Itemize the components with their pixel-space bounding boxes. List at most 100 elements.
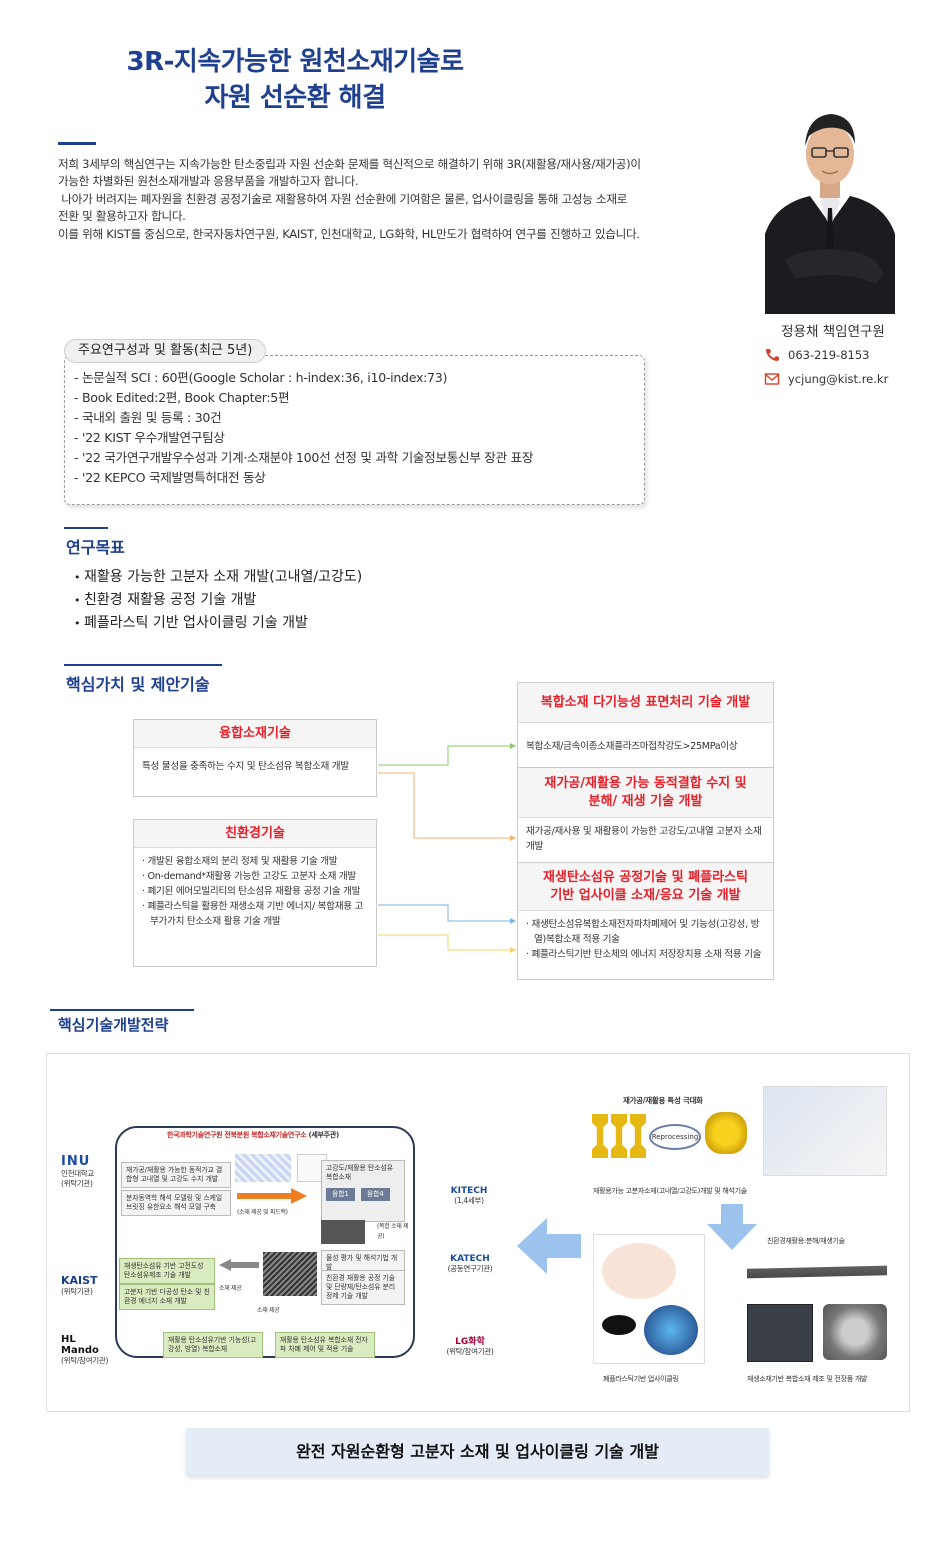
card-title: 복합소재 다기능성 표면처리 기술 개발 xyxy=(518,683,773,723)
strategy-diagram: 한국과학기술연구원 전북분원 복합소재기술연구소 (세부주관) INU 인천대학… xyxy=(46,1053,910,1412)
partner-lgchem: LG화학 (위탁/참여기관) xyxy=(435,1334,505,1357)
dumbbell-specimens xyxy=(592,1114,692,1158)
arrow-yellow xyxy=(378,934,516,953)
left-arrow xyxy=(517,1218,581,1274)
ecu-image xyxy=(747,1304,813,1362)
panel-caption: 재생소재기반 복합소재 제조 및 전장품 개발 xyxy=(747,1375,868,1383)
phone-number[interactable]: 063-219-8153 xyxy=(788,348,870,362)
gray-arrow xyxy=(219,1259,259,1271)
panel-title: 재가공/재활용 특성 극대화 xyxy=(623,1096,703,1105)
partner-mando: HL Mando (위탁/참여기관) xyxy=(61,1334,115,1366)
section-rule xyxy=(64,527,108,529)
orange-arrow xyxy=(237,1188,307,1204)
composite-image xyxy=(321,1220,365,1244)
box-high-strength: 고강도/재활용 탄소섬유 복합소재 융합1 융합4 xyxy=(321,1160,405,1222)
achievement-item: '22 KEPCO 국제발명특허대전 동상 xyxy=(74,468,533,488)
conclusion-banner: 완전 자원순환형 고분자 소재 및 업사이클링 기술 개발 xyxy=(186,1428,769,1475)
card-item: 폐플라스틱기반 탄소체의 에너지 저장장치용 소재 적용 기술 xyxy=(526,947,765,962)
arrow-orange xyxy=(378,772,516,841)
section-rule xyxy=(50,1009,194,1011)
partner-role: (위탁/참여기관) xyxy=(61,1356,109,1365)
email-row: ycjung@kist.re.kr xyxy=(764,372,888,386)
box-functional-composite: 재활용 탄소섬유기반 기능성(고강성, 방열) 복합소재 xyxy=(163,1332,263,1358)
card-title: 재생탄소섬유 공정기술 및 폐플라스틱 기반 업사이클 소재/응요 기술 개발 xyxy=(518,863,773,911)
goal-item: 재활용 가능한 고분자 소재 개발(고내열/고강도) xyxy=(74,566,362,589)
fusion-tech-card: 융합소재기술 특성 물성을 충족하는 수지 및 탄소섬유 복합소재 개발 xyxy=(133,719,377,797)
box-eco-process: 친환경 재활용 공정 기술 및 단량체/탄소섬유 분리 정제 기술 개발 xyxy=(321,1270,405,1305)
card-item: 재생탄소섬유복합소재전자파차폐제어 및 기능성(고강성, 방열)복합소재 적용 … xyxy=(526,917,765,947)
partner-inu: INU 인천대학교 (위탁기관) xyxy=(61,1154,111,1189)
partner-logo: KAIST xyxy=(61,1274,98,1287)
core-values-heading: 핵심가치 및 제안기술 xyxy=(66,675,210,694)
title-line-2: 자원 선순환 해결 xyxy=(204,83,386,113)
down-arrow xyxy=(707,1204,757,1250)
partner-logo: KITECH xyxy=(450,1186,488,1196)
partner-katech: KATECH (공동연구기관) xyxy=(435,1254,505,1274)
achievement-item: '22 국가연구개발우수성과 기계·소재분야 100선 선정 및 과학 기술정보… xyxy=(74,448,534,468)
achievements-title: 주요연구성과 및 활동(최근 5년) xyxy=(64,339,267,363)
intro-line: 이를 위해 KIST를 중심으로, 한국자동차연구원, KAIST, 인천대학교… xyxy=(58,226,640,241)
surface-treatment-card: 복합소재 다기능성 표면처리 기술 개발 복합소재/금속이종소재플라즈마접착강도… xyxy=(517,682,774,771)
card-item: 폐기된 에어모빌리티의 탄소섬유 재활용 공정 기술 개발 xyxy=(142,884,368,899)
achievement-item: Book Edited:2편, Book Chapter:5편 xyxy=(74,388,533,408)
strategy-heading: 핵심기술개발전략 xyxy=(58,1016,169,1034)
phone-icon xyxy=(764,348,780,362)
intro-line: 나아가 버려지는 폐자원을 친환경 공정기술로 재활용하여 자원 선순환에 기여… xyxy=(58,191,628,206)
box-kaist-carbon: 고분자 기반 다공성 탄소 및 친환경 에너지 소재 개발 xyxy=(119,1284,215,1310)
panel-caption: 친환경재활용:분해/재생기술 xyxy=(767,1237,845,1245)
achievements-list: 논문실적 SCI : 60편(Google Scholar : h-index:… xyxy=(74,368,534,488)
goal-item: 친환경 재활용 공정 기술 개발 xyxy=(74,589,362,612)
partner-logo: LG화학 xyxy=(455,1337,485,1347)
title-line-1: 3R-지속가능한 원천소재기술로 xyxy=(126,47,465,77)
partner-role: (위탁기관) xyxy=(61,1179,93,1188)
arrow-blue xyxy=(378,904,516,924)
panel-caption: 재활용가능 고분자소재(고내열/고강도)개발 및 해석기술 xyxy=(593,1187,747,1195)
card-item: On-demand*재활용 가능한 고강도 고분자 소재 개발 xyxy=(142,869,368,884)
card-text: 재가공/재사용 및 재활용이 가능한 고강도/고내열 고분자 소재 개발 xyxy=(526,826,762,852)
box-dynamic-resin: 재가공/재활용 가능한 동적가교 결합형 고내열 및 고강도 수지 개발 xyxy=(121,1162,231,1188)
intro-line: 저희 3세부의 핵심연구는 지속가능한 탄소중립과 자원 선순화 문제를 혁신적… xyxy=(58,157,641,171)
card-item: 개발된 융합소재의 분리 정제 및 재활용 기술 개발 xyxy=(142,854,368,869)
supply-label: 소재 제공 xyxy=(257,1307,280,1314)
connector-arrows xyxy=(378,743,516,953)
supply-label: 소재 제공 xyxy=(219,1285,242,1292)
mail-icon xyxy=(764,372,780,386)
page-title: 3R-지속가능한 원천소재기술로 자원 선순환 해결 xyxy=(0,44,590,116)
researcher-name: 정용채 책임연구원 xyxy=(781,324,885,340)
card-title: 재가공/재활용 가능 동적결합 수지 및 분해/ 재생 기술 개발 xyxy=(518,768,773,818)
goals-list: 재활용 가능한 고분자 소재 개발(고내열/고강도) 친환경 재활용 공정 기술… xyxy=(74,566,362,635)
accent-bar xyxy=(58,142,96,145)
pellet-image xyxy=(705,1112,747,1154)
analysis-image xyxy=(763,1086,887,1176)
fiber-image xyxy=(263,1252,317,1296)
card-title: 친환경기술 xyxy=(134,820,376,848)
arrow-green xyxy=(378,743,516,766)
card-item: 폐플라스틱을 활용한 재생소재 기반 에너지/ 복합재용 고부가가치 탄소소재 … xyxy=(142,899,368,929)
dynamic-bond-card: 재가공/재활용 가능 동적결합 수지 및 분해/ 재생 기술 개발 재가공/재사… xyxy=(517,767,774,863)
card-text: 복합소재/금속이종소재플라즈마접착강도>25MPa이상 xyxy=(526,741,738,752)
email-address[interactable]: ycjung@kist.re.kr xyxy=(788,372,889,386)
partner-role: (공동연구기관) xyxy=(447,1264,493,1273)
partner-name: 인천대학교 xyxy=(61,1169,94,1178)
steering-rack-image xyxy=(747,1265,887,1279)
achievement-item: 국내외 출원 및 등록 : 30건 xyxy=(74,408,533,428)
box-modeling: 분자동역학 해석 모델링 및 스케일 브릿징 유한요소 해석 모델 구축 xyxy=(121,1190,231,1216)
section-rule xyxy=(64,664,222,666)
box-kaist-fiber: 재생탄소섬유 기반 고전도성 탄소섬유제조 기술 개발 xyxy=(119,1258,215,1284)
partner-role: (위탁기관) xyxy=(61,1287,93,1296)
network-frame xyxy=(115,1126,415,1358)
molecule-image xyxy=(235,1154,291,1182)
goals-heading: 연구목표 xyxy=(66,538,125,557)
intro-line: 전환 및 활용하고자 합니다. xyxy=(58,209,186,224)
achievements-box xyxy=(64,355,645,505)
goal-item: 폐플라스틱 기반 업사이클링 기술 개발 xyxy=(74,612,362,635)
achievement-item: 논문실적 SCI : 60편(Google Scholar : h-index:… xyxy=(74,368,533,388)
panel-caption: 폐플라스틱기반 업사이클링 xyxy=(603,1375,679,1383)
partner-logo: HL Mando xyxy=(61,1334,99,1356)
achievement-item: '22 KIST 우수개발연구팀상 xyxy=(74,428,533,448)
supply-label: (복합 소재 제공) xyxy=(377,1223,409,1240)
reprocessing-badge: Reprocessing xyxy=(649,1124,701,1150)
joint-badge: 융합1 xyxy=(326,1188,355,1201)
card-text: 특성 물성을 충족하는 수지 및 탄소섬유 복합소재 개발 xyxy=(142,761,349,772)
inu-logo: INU xyxy=(61,1154,91,1169)
